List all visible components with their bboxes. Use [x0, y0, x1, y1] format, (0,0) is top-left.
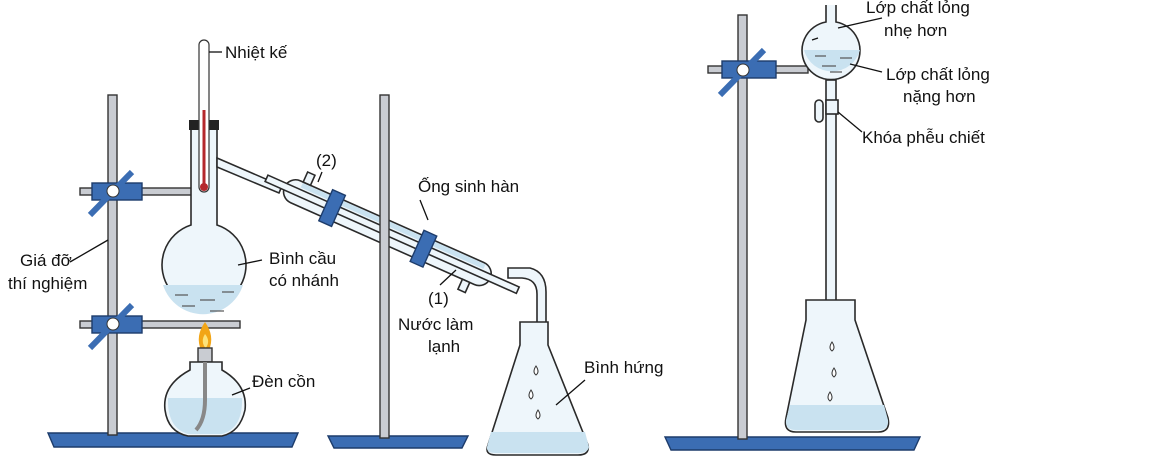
thermometer: [198, 39, 222, 193]
label-heavy-2: nặng hơn: [903, 87, 976, 106]
middle-stand: [326, 94, 470, 449]
label-stand-2: thí nghiệm: [8, 274, 87, 293]
label-light-1: Lớp chất lỏng: [866, 0, 970, 17]
label-light-2: nhẹ hơn: [884, 21, 947, 40]
label-stand-1: Giá đỡ: [20, 251, 72, 270]
collection-flask: [784, 299, 890, 433]
label-port-2: (2): [316, 151, 337, 170]
round-bottom-flask: [161, 120, 284, 315]
alcohol-lamp: [163, 322, 251, 437]
separatory-funnel: [801, 5, 861, 333]
label-stopcock: Khóa phễu chiết: [862, 128, 985, 147]
label-condenser: Ống sinh hàn: [418, 176, 519, 196]
label-receiver: Bình hứng: [584, 358, 663, 377]
label-port-1: (1): [428, 289, 449, 308]
label-cooling-2: lạnh: [428, 337, 460, 356]
label-lamp: Đèn cồn: [252, 372, 315, 391]
leader-lines: [69, 17, 883, 286]
label-heavy-1: Lớp chất lỏng: [886, 65, 990, 84]
label-cooling-1: Nước làm: [398, 315, 473, 334]
receiving-flask: [486, 321, 590, 456]
label-thermometer: Nhiệt kế: [225, 43, 288, 62]
label-flask-1: Bình cầu: [269, 249, 336, 268]
right-stand: [663, 14, 922, 451]
label-flask-2: có nhánh: [269, 271, 339, 290]
